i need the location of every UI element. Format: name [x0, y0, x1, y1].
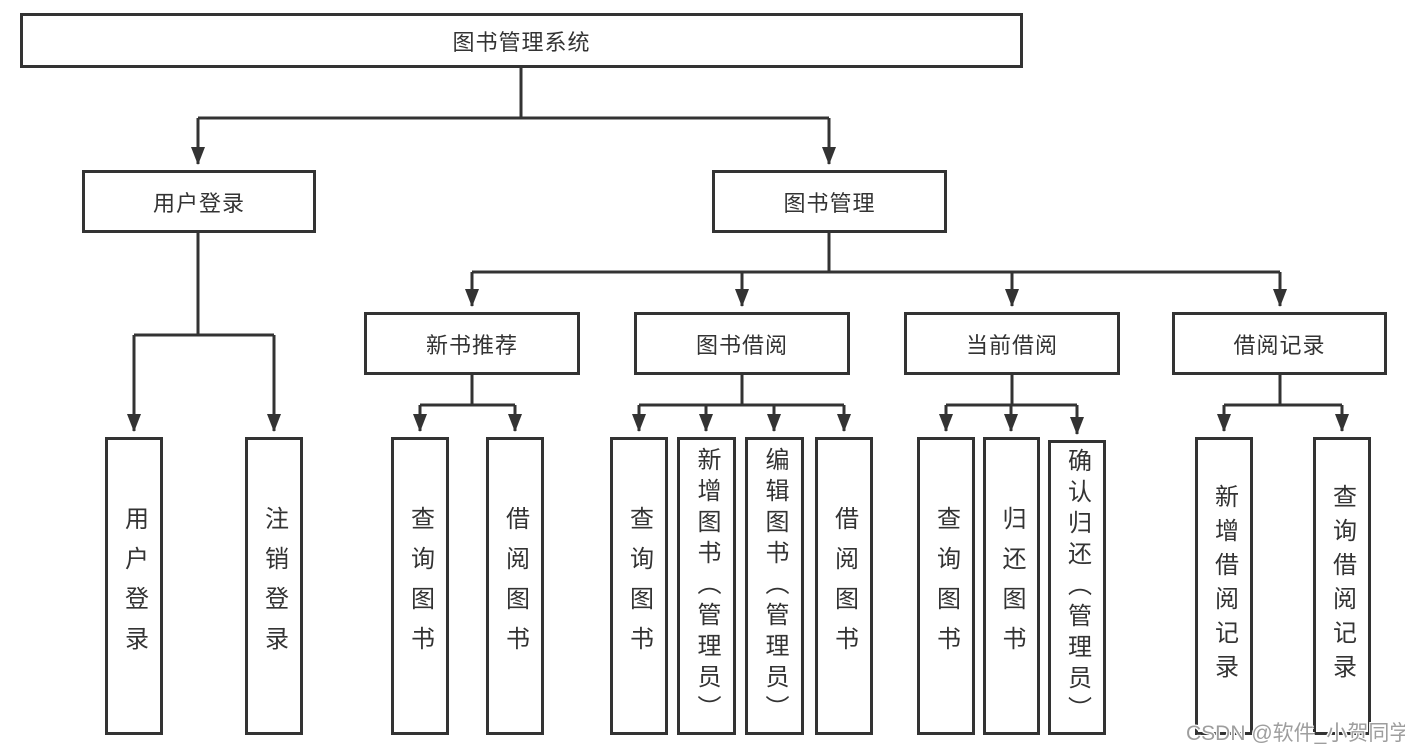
- node-label: 借阅记录: [1233, 332, 1326, 358]
- leaf-label: 归还图书: [998, 506, 1025, 666]
- node-label: 图书管理: [783, 190, 876, 216]
- node-book-management: 图书管理: [712, 170, 947, 233]
- node-book-borrow: 图书借阅: [634, 312, 850, 375]
- node-library-management-system: 图书管理系统: [20, 13, 1023, 68]
- leaf-query-books-current: 查询图书: [917, 437, 975, 735]
- leaf-label: 编辑图书（管理员）: [761, 446, 788, 726]
- leaf-label: 查询图书: [625, 506, 653, 666]
- node-label: 当前借阅: [965, 332, 1058, 358]
- node-label: 图书管理系统: [452, 29, 591, 55]
- leaf-label: 注销登录: [260, 506, 288, 666]
- leaf-confirm-return-admin: 确认归还（管理员）: [1048, 440, 1106, 735]
- leaf-borrow-books-recommend: 借阅图书: [486, 437, 544, 735]
- leaf-return-book: 归还图书: [983, 437, 1040, 735]
- leaf-label: 查询图书: [932, 506, 960, 666]
- node-current-borrow: 当前借阅: [904, 312, 1120, 375]
- leaf-logout: 注销登录: [245, 437, 303, 735]
- leaf-label: 用户登录: [120, 506, 148, 666]
- node-label: 用户登录: [152, 190, 245, 216]
- leaf-query-books-recommend: 查询图书: [391, 437, 449, 735]
- node-label: 新书推荐: [425, 332, 518, 358]
- leaf-label: 借阅图书: [830, 506, 858, 666]
- leaf-label: 新增借阅记录: [1210, 484, 1238, 688]
- leaf-label: 查询借阅记录: [1328, 484, 1356, 688]
- leaf-borrow-books: 借阅图书: [815, 437, 873, 735]
- leaf-query-books-borrow: 查询图书: [610, 437, 668, 735]
- node-new-book-recommend: 新书推荐: [364, 312, 580, 375]
- leaf-label: 新增图书（管理员）: [693, 446, 720, 726]
- watermark-text: CSDN @软件_小贺同学: [1186, 722, 1405, 745]
- leaf-add-borrow-record: 新增借阅记录: [1195, 437, 1253, 735]
- leaf-label: 确认归还（管理员）: [1063, 448, 1091, 727]
- node-borrow-records: 借阅记录: [1172, 312, 1387, 375]
- leaf-add-book-admin: 新增图书（管理员）: [677, 437, 736, 735]
- node-label: 图书借阅: [695, 332, 788, 358]
- leaf-user-login: 用户登录: [105, 437, 163, 735]
- node-user-login: 用户登录: [82, 170, 316, 233]
- leaf-label: 查询图书: [406, 506, 434, 666]
- leaf-query-borrow-record: 查询借阅记录: [1313, 437, 1371, 735]
- leaf-label: 借阅图书: [501, 506, 529, 666]
- leaf-edit-book-admin: 编辑图书（管理员）: [745, 437, 804, 735]
